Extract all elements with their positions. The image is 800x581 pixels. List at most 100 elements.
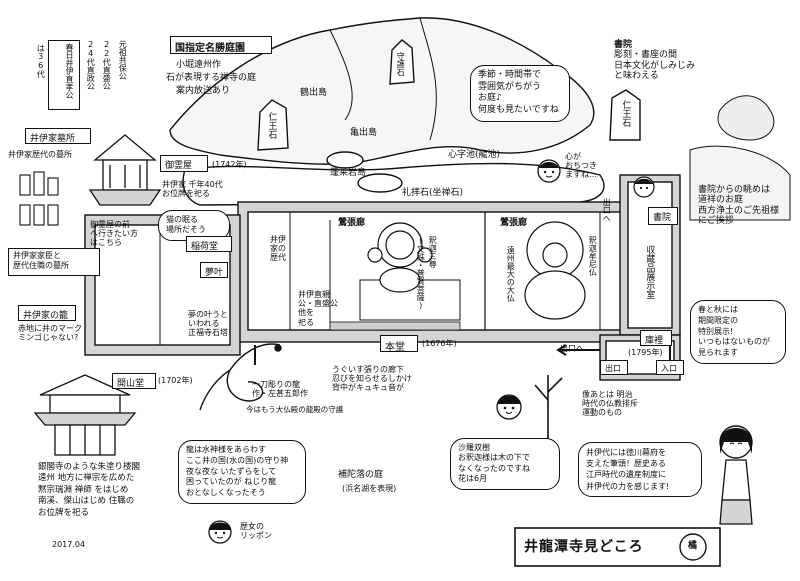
label-line: 歴代住職の墓所 (13, 261, 69, 271)
note-line: 他を (298, 308, 314, 318)
shoin-hall-label: 書院 (648, 207, 678, 225)
shoin-line: と味わえる (614, 71, 659, 82)
kuri-title: 庫裡 (640, 330, 672, 346)
bubble-line: 見られます (698, 348, 738, 358)
corridor-left-label: 鶯張廊 (338, 218, 366, 228)
reihai-rock-label: 礼拝石(坐禅石) (402, 188, 464, 198)
deva-rock-left (257, 99, 289, 151)
bubble-line: 支えた筆頭！歴史ある (586, 459, 666, 469)
note-line: 忍びを知らせるしかけ (332, 374, 412, 384)
dragon-drawing (199, 343, 282, 411)
bubble-line: 場所だそう (166, 225, 206, 235)
bubble-line: なくなったのですね (458, 463, 530, 473)
bubble-line: 春と秋には (698, 305, 738, 314)
corridor-note: うぐいす張りの廊下 忍びを知らせるしかけ 背中がキュキュ音が (332, 365, 412, 393)
kuri-year: (1795年) (628, 348, 663, 357)
statue-note: 像あとは 明治 時代の仏教排斥 運動のもの (582, 390, 638, 418)
ii-era-bubble: 井伊代には徳川幕府を 支えた筆頭！歴史ある 江戸時代の遺産制度に 井伊代の力を感… (578, 442, 702, 497)
bubble-line: 何度も見たいですね (478, 105, 559, 116)
label-line: 井伊家家臣と (13, 251, 61, 260)
shoin-line: 日本文化がしみじみ (614, 60, 696, 71)
shoin-exit-label: 出口へ (602, 198, 612, 222)
bubble-line: 期間限定の (698, 315, 738, 325)
bubble-line: 夜な夜な いたずらをして (186, 466, 277, 476)
mascot-label: 井伊 家の 歴代 (270, 235, 286, 263)
garden-title-text: 国指定名勝庭園 (175, 43, 245, 54)
dragon-sub: 今はもう大仏殿の龍殿の守護 (246, 405, 344, 414)
bubble-line: 困っていたのが ねじり龍 (186, 477, 277, 487)
exit-label[interactable]: 出口 (600, 360, 628, 375)
note-line: 井伊家 千年40代 (162, 180, 223, 189)
special-exhibit-bubble: 春と秋には 期間限定の 特別展示! いつもはないものが 見られます (690, 300, 786, 364)
bubble-line: 雰囲気がちがう (478, 81, 542, 92)
goreiya-hall-drawing (88, 134, 162, 206)
dragon-title: 一刀彫りの龍 作・左甚五郎作 (252, 380, 308, 398)
note-line: お位牌を祀る (162, 189, 210, 199)
bubble-line: 龍は水神様をあらわす (186, 445, 266, 454)
note-line: 像あとは 明治 (582, 390, 633, 399)
guardian-rock (389, 39, 415, 85)
shoin-title: 書院 (614, 40, 633, 50)
bubble-line: 江戸時代の遺産制度に (586, 470, 666, 480)
note-line: にご挨拶 (698, 216, 734, 227)
corridor-right-label: 鶯張廊 (500, 218, 528, 228)
kaisando-title: 開山堂 (112, 373, 156, 389)
note-line: 祀る (298, 317, 314, 327)
note-line: へ行きたい方 (90, 229, 138, 239)
south-garden-sub: (浜名湖を表現) (342, 484, 397, 493)
note-line: 家の (270, 244, 286, 254)
note-line: はこちら (90, 238, 122, 248)
sara-bubble: 沙羅双樹 お釈迦様は木の下で なくなったのですね 花は6月 (450, 438, 560, 490)
retainer-graves-label: 井伊家家臣と 歴代住職の墓所 (8, 248, 100, 276)
deva-rock-left-label: 仁王石 (266, 112, 277, 139)
pond-label: 心字池(龍池) (448, 150, 501, 160)
history-girl-label: 歴女の リッポン (240, 522, 272, 540)
hondo-year: (1676年) (422, 339, 457, 348)
horai-rock-label: 蓬莱岩島 (330, 168, 367, 178)
emblem-circle (679, 533, 707, 561)
tomb-naotora-label: 春日井伊直孝公 (48, 40, 80, 110)
note-line: 時代の仏教排斥 (582, 399, 638, 409)
kaisando-note: 銀閣寺のような朱塗り楼閣 遠州 地方に禅宗を広めた 黙宗瑞淵 禅師 をはじめ 南… (38, 462, 140, 519)
note-line: 西方浄土のご先祖様 (698, 205, 780, 216)
note-line: 歴女の (240, 522, 264, 531)
bubble-line: ここ井の国(水の国)の守り神 (186, 455, 289, 465)
exit-route-label: 出口へ (560, 344, 584, 353)
shoin-mascot-icon (633, 176, 655, 198)
dragon-bubble: 龍は水神様をあらわす ここ井の国(水の国)の守り神 夜な夜な いたずらをして 困… (178, 440, 306, 504)
garden-title: 国指定名勝庭園 (170, 36, 272, 54)
garden-season-bubble: 季節・時間帯で 雰囲気がちがう お庭♪ 何度も見たいですね (470, 65, 570, 122)
note-line: 井伊直親 (298, 290, 330, 299)
goreiya-title: 御霊屋 (160, 155, 208, 172)
kago-note: 赤地に井のマーク ミンゴじゃない? (18, 324, 82, 342)
bubble-line: おとなしくなったそう (186, 488, 266, 498)
sara-tree-drawing (534, 375, 563, 440)
goreiya-year: (1742年) (212, 160, 247, 169)
note-line: 赤地に井のマーク (18, 324, 82, 333)
note-line: 御霊屋の前 (90, 220, 130, 229)
big-buddha-label: 遠州最大の大仏 (506, 246, 516, 302)
ii-ancestor-note: 井伊直親 公・直盛公 他を 祀る (298, 290, 338, 327)
big-buddha-name: 釈迦牟尼仏 (588, 236, 598, 276)
crane-island-label: 鶴出島 (300, 88, 328, 98)
entrance-label[interactable]: 入口 (656, 360, 684, 375)
stone-tower-note: 夢の叶うと いわれる 正福寺石塔 (188, 310, 228, 338)
note-line: 正福寺石塔 (188, 328, 228, 338)
note-line: リッポン (240, 531, 272, 541)
bubble-line: 沙羅双樹 (458, 443, 490, 452)
garden-desc-1: 小堀遠州作 (176, 60, 222, 70)
tomb-stones (19, 171, 59, 226)
buddha-trinity-sub: (文殊・普賢菩薩) (416, 236, 426, 310)
note-line: 黙宗瑞淵 禅師 をはじめ (38, 484, 129, 495)
inari-hall-label: 稲荷堂 (186, 236, 232, 252)
kago-title: 井伊家の籠 (18, 305, 76, 321)
storage-label: 収蔵品展示室 (644, 245, 655, 299)
note-line: 井伊 (270, 235, 286, 244)
bubble-line: おちつき (565, 161, 597, 171)
pond-outline (182, 162, 605, 206)
guide-mascot-icon (496, 394, 522, 420)
turtle-island-label: 亀出島 (350, 128, 378, 138)
deva-rock-right (609, 89, 641, 141)
